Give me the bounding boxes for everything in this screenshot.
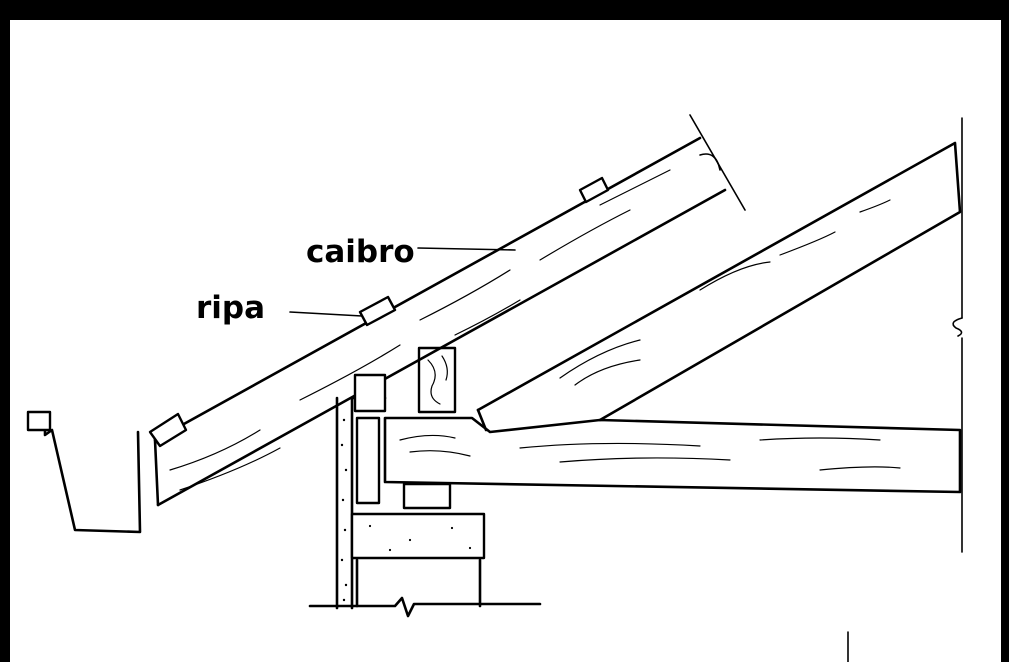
label-caibro-group: caibro (306, 234, 516, 270)
gutter (26, 410, 142, 534)
battens-ripa (148, 176, 610, 448)
masonry-hatch (340, 418, 348, 602)
bond-beam (350, 512, 486, 560)
paper-sheet (10, 20, 1001, 662)
inner-rafter (476, 141, 962, 432)
main-rafter-caibro (153, 114, 746, 507)
label-ripa-group: ripa (196, 290, 363, 326)
leader-ripa (289, 311, 363, 317)
gutter-lip (26, 410, 52, 432)
upper-block (353, 373, 387, 413)
wall-plate-block (417, 346, 457, 414)
lower-block (402, 482, 452, 510)
bond-beam-hatch (368, 524, 472, 552)
leader-caibro (417, 247, 516, 251)
right-wall-line (952, 117, 963, 553)
label-caibro: caibro (306, 234, 415, 270)
label-ripa: ripa (196, 290, 265, 326)
masonry-wall (308, 373, 542, 618)
wall-post (355, 416, 381, 505)
tie-beam (383, 416, 962, 494)
